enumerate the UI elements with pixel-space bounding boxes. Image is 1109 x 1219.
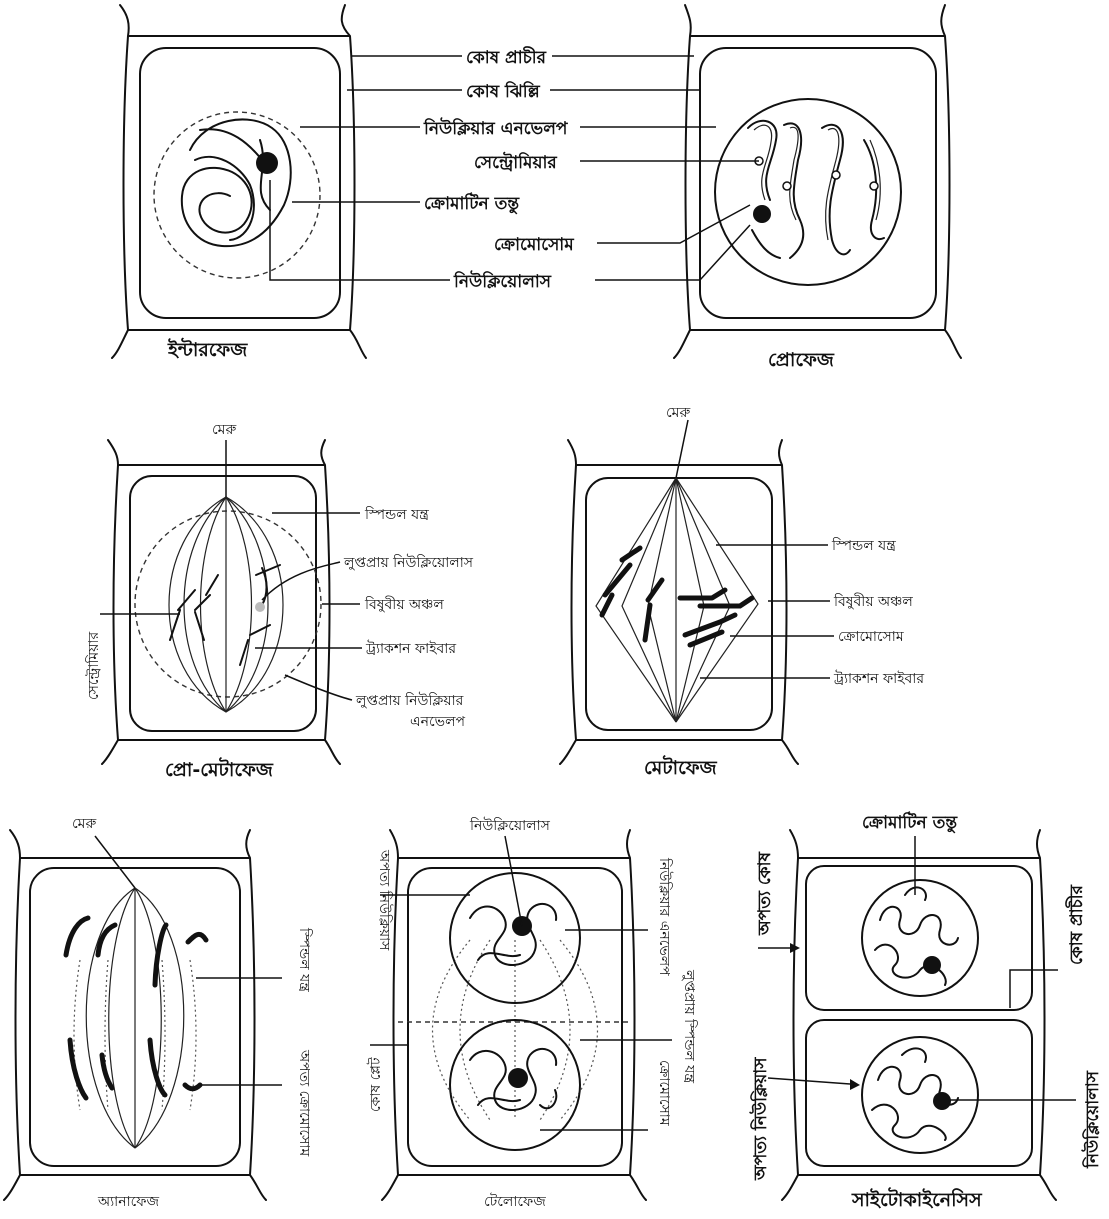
telophase-panel: নিউক্লিয়োলাস অপত্য নিউক্লিয়াস নিউক্লিয… (367, 817, 698, 1210)
prometaphase-centromere-label: সেন্ট্রোমিয়ার (85, 632, 102, 700)
anaphase-spindle-label: স্পিন্ডল যন্ত্র (296, 927, 313, 992)
cytokinesis-lower-nucleus (861, 1036, 979, 1154)
cytokinesis-lower-cell (805, 1019, 1033, 1167)
prometaphase-chromosomes (169, 564, 281, 666)
telophase-lower-chromatin (469, 1047, 558, 1112)
prophase-nucleus (714, 98, 902, 286)
interphase-title: ইন্টারফেজ (167, 337, 248, 361)
anaphase-title: অ্যানাফেজ (97, 1194, 160, 1210)
prometaphase-spindle (168, 496, 284, 713)
prometaphase-traction-label: ট্র্যাকশন ফাইবার (365, 640, 456, 657)
top-leaders: কোষ প্রাচীর কোষ ঝিল্লি নিউক্লিয়ার এনভেল… (269, 46, 759, 292)
prometaphase-cell-wall (101, 439, 341, 765)
anaphase-chromosomes (63, 915, 209, 1101)
telophase-cell-membrane (407, 867, 623, 1167)
prometaphase-envelope-label-1: লুপ্তপ্রায় নিউক্লিয়ার (355, 692, 464, 709)
label-cell-wall: কোষ প্রাচীর (466, 46, 547, 68)
cytokinesis-nucleolus-label: নিউক্লিয়োলাস (1081, 1070, 1103, 1169)
cytokinesis-upper-cell (805, 865, 1033, 1011)
telophase-upper-nucleus (449, 872, 581, 1004)
label-chromosome: ক্রোমোসোম (494, 235, 574, 255)
telophase-upper-chromatin (469, 902, 558, 967)
anaphase-cell-wall (3, 829, 267, 1201)
label-chromatin: ক্রোমাটিন তন্তু (424, 192, 520, 215)
interphase-cell-membrane (139, 47, 341, 319)
anaphase-daughter-chromosome-label: অপত্য ক্রোমোসোম (296, 1049, 312, 1156)
prophase-chromosomes (747, 119, 885, 259)
interphase-chromatin (180, 118, 292, 248)
telophase-cell-wall (381, 829, 647, 1201)
telophase-spindle-vanishing (432, 939, 598, 1121)
prophase-centromere-3 (831, 170, 841, 180)
anaphase-pole-label: মেরু (72, 816, 96, 832)
cytokinesis-upper-nucleus (861, 879, 979, 997)
metaphase-title: মেটাফেজ (644, 755, 718, 779)
prometaphase-pole-label: মেরু (212, 422, 236, 438)
prophase-cell-wall (673, 4, 962, 359)
cytokinesis-upper-chromatin (874, 886, 959, 986)
prometaphase-title: প্রো-মেটাফেজ (165, 757, 274, 781)
cytokinesis-upper-nucleolus (923, 956, 941, 974)
telophase-title: টেলোফেজ (484, 1193, 546, 1210)
cytokinesis-daughter-cell-label: অপত্য কোষ (755, 851, 775, 936)
metaphase-pole-label: মেরু (666, 405, 690, 421)
interphase-panel: ইন্টারফেজ (111, 4, 367, 361)
cytokinesis-chromatin-label: ক্রোমাটিন তন্তু (862, 811, 958, 834)
cytokinesis-cell-wall (781, 829, 1057, 1201)
prophase-title: প্রোফেজ (768, 349, 835, 371)
cytokinesis-title: সাইটোকাইনেসিস (851, 1187, 983, 1211)
label-cell-membrane: কোষ ঝিল্লি (466, 80, 541, 102)
anaphase-cell-membrane (29, 867, 241, 1167)
telophase-spindle-label: লুপ্তপ্রায় স্পিন্ডল যন্ত্র (681, 969, 698, 1083)
cytokinesis-daughter-nucleus-label: অপত্য নিউক্লিয়াস (749, 1057, 771, 1181)
prometaphase-panel: মেরু স্পিন্ডল যন্ত্র লুপ্তপ্রায় নিউক্লি… (85, 422, 474, 781)
metaphase-traction-label: ট্র্যাকশন ফাইবার (833, 670, 924, 687)
telophase-chromosome-label: ক্রোমোসোম (656, 1060, 672, 1126)
label-nucleolus: নিউক্লিয়োলাস (453, 270, 552, 292)
metaphase-cell-membrane (585, 477, 773, 731)
prophase-centromere-2 (782, 181, 792, 191)
cytokinesis-cell-wall-label: কোষ প্রাচীর (1065, 884, 1087, 965)
prometaphase-spindle-label: স্পিন্ডল যন্ত্র (364, 506, 429, 523)
cytokinesis-panel: ক্রোমাটিন তন্তু অপত্য কোষ কোষ প্রাচীর অপ… (749, 811, 1103, 1211)
telophase-nucleolus-label: নিউক্লিয়োলাস (469, 817, 551, 834)
label-centromere: সেন্ট্রোমিয়ার (474, 151, 557, 173)
prometaphase-nucleolus-vanishing (255, 602, 265, 612)
prophase-centromere-4 (869, 181, 879, 191)
prophase-nucleolus (753, 205, 771, 223)
cytokinesis-arrow-cell (790, 943, 800, 953)
metaphase-spindle-label: স্পিন্ডল যন্ত্র (831, 537, 896, 554)
metaphase-chromosomes (599, 545, 755, 648)
prometaphase-equatorial-label: বিষুবীয় অঞ্চল (364, 596, 444, 613)
prophase-panel: প্রোফেজ (673, 4, 962, 371)
telophase-daughter-nucleus-label: অপত্য নিউক্লিয়াস (376, 849, 393, 951)
prometaphase-cell-membrane (129, 475, 317, 732)
interphase-nucleolus (256, 152, 278, 174)
metaphase-chromosome-label: ক্রোমোসোম (838, 629, 904, 645)
anaphase-panel: মেরু স্পিন্ডল যন্ত্র অপত্য ক্রোমোসোম অ্য… (3, 816, 313, 1210)
metaphase-spindle (595, 477, 759, 723)
metaphase-panel: মেরু স্পিন্ডল যন্ত্র বিষুবীয় অঞ্চল ক্রো… (559, 405, 924, 779)
cytokinesis-arrow-nucleus (850, 1079, 860, 1090)
prometaphase-nucleolus-label: লুপ্তপ্রায় নিউক্লিয়োলাস (343, 554, 474, 571)
label-nuclear-envelope: নিউক্লিয়ার এনভেলপ (423, 117, 569, 139)
telophase-cell-plate-label: কোষ প্লেট (367, 1057, 384, 1112)
prometaphase-envelope-vanishing (134, 510, 322, 698)
interphase-cell-wall (111, 4, 367, 359)
telophase-lower-nucleolus (508, 1068, 528, 1088)
prometaphase-envelope-label-2: এনভেলপ (410, 714, 465, 730)
metaphase-equatorial-label: বিষুবীয় অঞ্চল (833, 593, 913, 610)
anaphase-spindle (73, 887, 197, 1149)
interphase-nuclear-envelope (153, 111, 321, 279)
telophase-lower-nucleus (449, 1019, 581, 1151)
cytokinesis-lower-nucleolus (933, 1092, 951, 1110)
prophase-cell-membrane (699, 47, 937, 319)
telophase-envelope-label: নিউক্লিয়ার এনভেলপ (656, 857, 673, 976)
